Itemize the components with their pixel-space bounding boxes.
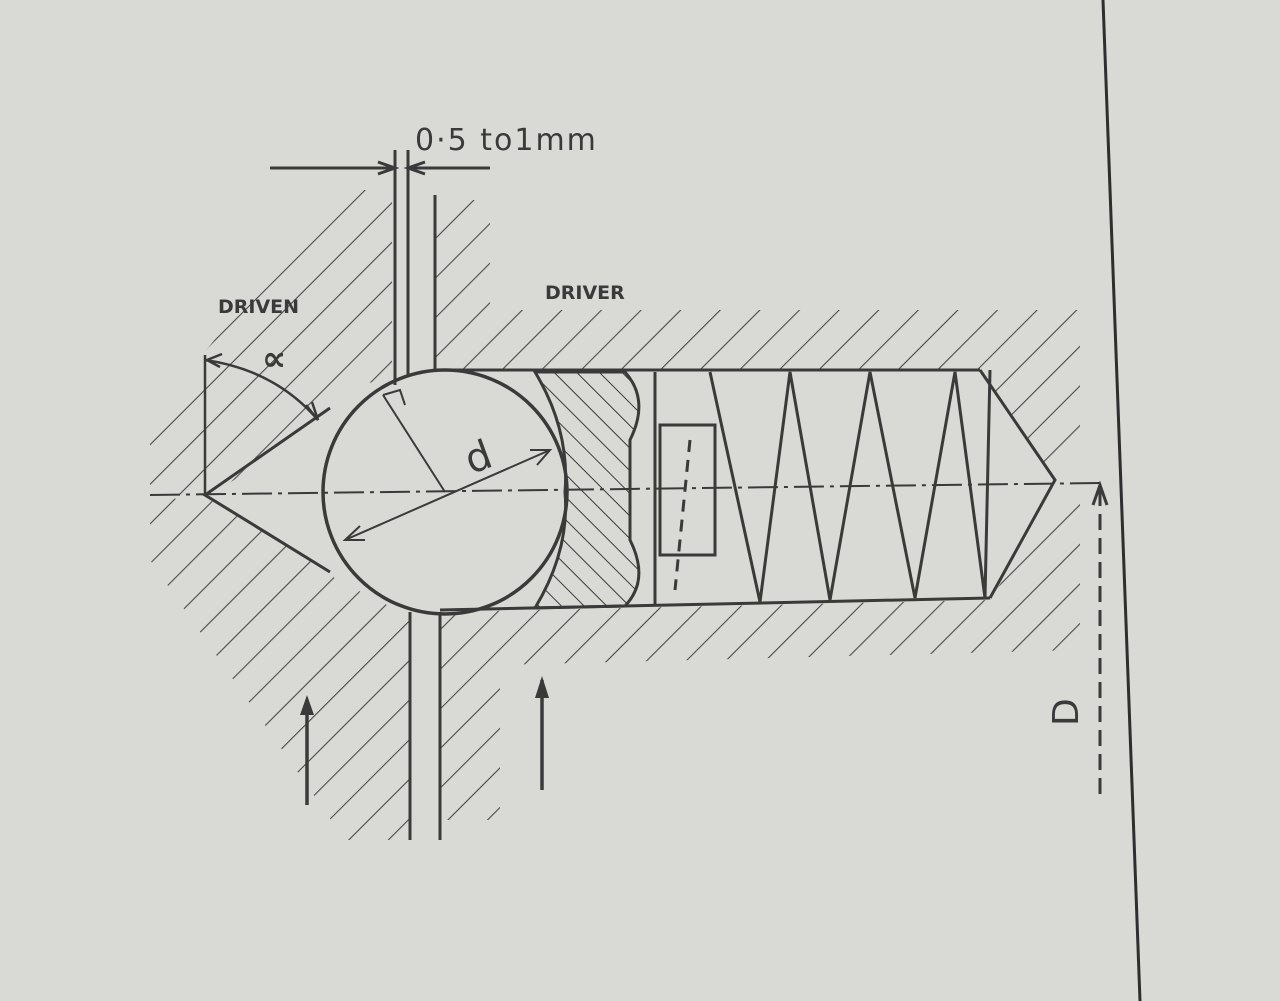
sleeve — [653, 372, 717, 605]
alpha-label: ∝ — [262, 339, 286, 379]
driver-member-lower — [440, 490, 1080, 820]
gap-slot — [395, 150, 435, 385]
gap-label: 0·5 to1mm — [415, 123, 598, 158]
bore-clear — [330, 370, 1055, 612]
driver-label: DRIVER — [545, 282, 625, 304]
spring — [708, 369, 992, 603]
angle-arc — [203, 352, 320, 495]
plunger — [532, 370, 641, 610]
driver-member-upper — [435, 200, 1080, 480]
outer-diameter-label: D — [1046, 698, 1087, 726]
driven-label: DRIVEN — [218, 296, 299, 318]
force-arrow-right — [535, 676, 549, 790]
gap-slot-lower — [410, 612, 440, 847]
ball-dimension — [342, 388, 553, 541]
force-arrow-left — [300, 695, 314, 805]
page-margin-line — [1101, 0, 1142, 1001]
